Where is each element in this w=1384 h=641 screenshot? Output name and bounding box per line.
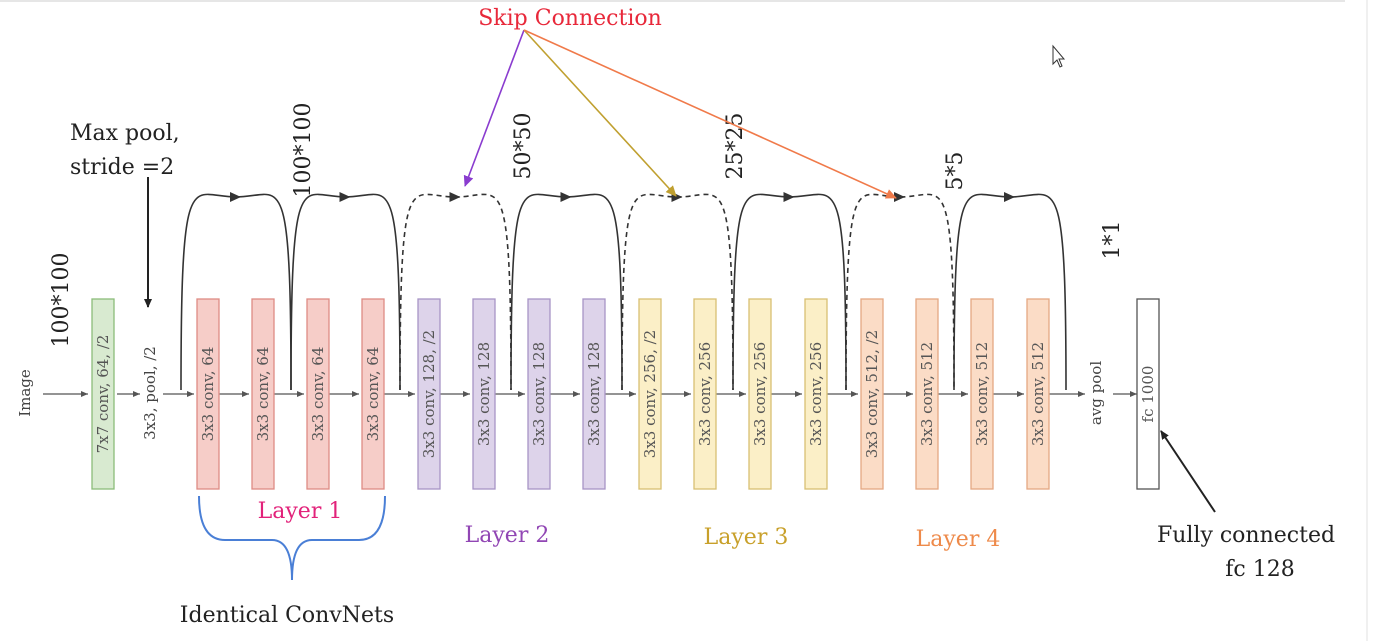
block-l1-2 — [251, 298, 275, 490]
avgpool-label: avg pool — [1087, 361, 1105, 425]
top-divider — [0, 0, 1345, 2]
input-label: Image — [16, 369, 34, 417]
arc-arrowhead-icon — [783, 192, 795, 202]
fc-note-line2: fc 128 — [1225, 557, 1294, 582]
dimension-label-layer2: 50*50 — [511, 113, 536, 180]
block-fc-17 — [1136, 298, 1160, 490]
maxpool-note-line2: stride =2 — [70, 155, 174, 180]
arc-arrowhead-icon — [339, 192, 351, 202]
block-label: 3x3 conv, 64 — [364, 347, 382, 442]
block-label: 3x3 conv, 256 — [751, 342, 769, 446]
mouse-cursor-icon — [1052, 44, 1066, 68]
skip-arrow-layer4 — [523, 29, 897, 199]
residual-arcs — [180, 192, 1067, 391]
dimension-label-layer4: 5*5 — [943, 152, 968, 191]
arc-arrowhead-icon — [560, 192, 572, 202]
arc-arrowhead-icon — [449, 192, 461, 202]
block-label: 3x3 conv, 64 — [199, 347, 217, 442]
block-label: 3x3 conv, 512, /2 — [863, 330, 881, 458]
dimension-label-layer1: 100*100 — [291, 103, 316, 198]
block-label: 3x3 conv, 512 — [1029, 342, 1047, 446]
dashed-shortcut-arc — [845, 193, 955, 391]
layer4-label: Layer 4 — [916, 527, 1001, 552]
block-label: 3x3 conv, 64 — [309, 347, 327, 442]
block-label: 3x3 conv, 512 — [918, 342, 936, 446]
block-l4-16 — [1026, 298, 1050, 490]
right-divider — [1366, 0, 1368, 641]
block-l2-8 — [582, 298, 606, 490]
block-l2-7 — [527, 298, 551, 490]
arc-arrowhead-icon — [230, 192, 241, 202]
block-label: 3x3 conv, 128 — [475, 342, 493, 446]
fc-note-arrow — [1160, 430, 1216, 513]
block-label: 3x3 conv, 128, /2 — [420, 330, 438, 458]
block-l3-12 — [804, 298, 828, 490]
block-l3-10 — [693, 298, 717, 490]
block-label: 3x3 conv, 128 — [585, 342, 603, 446]
block-l4-15 — [970, 298, 994, 490]
block-l1-4 — [361, 298, 385, 490]
arc-arrowhead-icon — [1004, 192, 1015, 202]
block-l1-1 — [196, 298, 220, 490]
dimension-label-output: 1*1 — [1100, 221, 1125, 260]
block-l3-9 — [638, 298, 662, 490]
fc-note-line1: Fully connected — [1157, 523, 1335, 548]
block-l1-3 — [306, 298, 330, 490]
block-l3-11 — [748, 298, 772, 490]
identical-convnets-label: Identical ConvNets — [180, 603, 394, 628]
block-label: 3x3 conv, 256 — [807, 342, 825, 446]
layer3-label: Layer 3 — [704, 525, 789, 550]
conv-blocks: 7x7 conv, 64, /2 3x3 conv, 64 3x3 conv, 64… — [91, 298, 1160, 490]
layer2-label: Layer 2 — [465, 523, 550, 548]
block-label: 7x7 conv, 64, /2 — [94, 335, 112, 454]
block-label: fc 1000 — [1139, 366, 1157, 423]
block-l2-6 — [472, 298, 496, 490]
block-label: 3x3 conv, 256, /2 — [641, 330, 659, 458]
layer1-brace — [198, 495, 386, 581]
block-label: 3x3 conv, 256 — [696, 342, 714, 446]
skip-arrow-layer2 — [463, 29, 525, 187]
block-label: 3x3 conv, 64 — [254, 347, 272, 442]
block-l4-14 — [915, 298, 939, 490]
block-l2-5 — [417, 298, 441, 490]
skip-arrow-layer3 — [523, 29, 677, 197]
maxpool-note-line1: Max pool, — [70, 121, 180, 146]
block-label: 3x3 conv, 512 — [973, 342, 991, 446]
pool-label: 3x3, pool, /2 — [141, 346, 159, 440]
layer1-label: Layer 1 — [258, 499, 343, 524]
dimension-label-input: 100*100 — [49, 253, 74, 348]
block-l4-13 — [860, 298, 884, 490]
skip-connection-title: Skip Connection — [478, 6, 662, 31]
block-label: 3x3 conv, 128 — [530, 342, 548, 446]
block-stem-0 — [91, 298, 115, 490]
dimension-label-layer3: 25*25 — [723, 113, 748, 180]
